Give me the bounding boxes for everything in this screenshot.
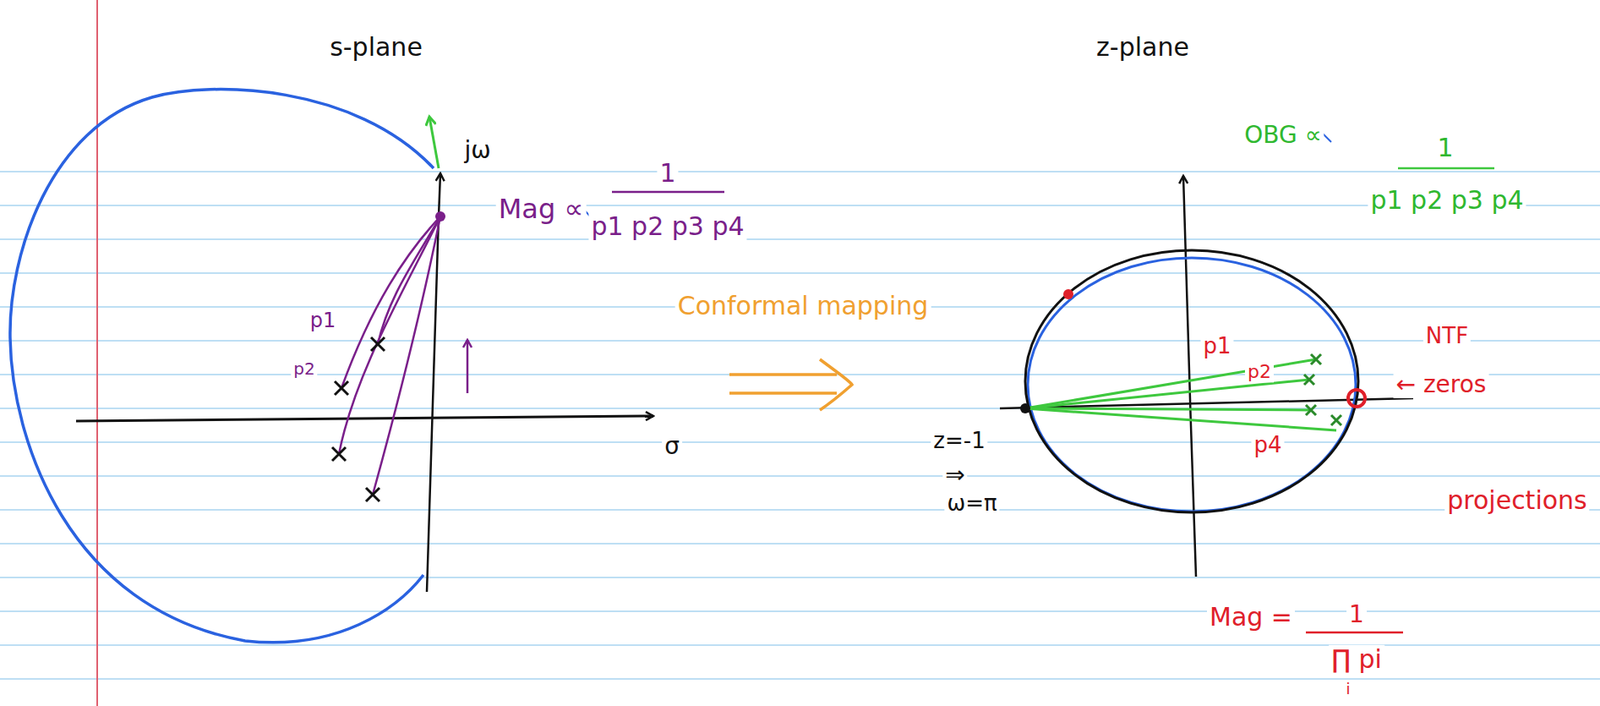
axis-label: σ: [661, 432, 683, 460]
denominator: ∏ pi: [1328, 644, 1385, 675]
pole-label: p2: [290, 359, 317, 379]
ntf-label: ← zeros: [1393, 371, 1490, 399]
subscript: i: [1343, 680, 1353, 699]
pole-label: p4: [1250, 432, 1284, 459]
unit-circle: [1025, 250, 1359, 513]
pole-label: p2: [1245, 360, 1274, 383]
magnitude-label: Mag ∝: [496, 193, 587, 225]
axis-label: jω: [461, 136, 493, 164]
z-poles: [1304, 354, 1342, 426]
projection-lines: [1025, 359, 1337, 431]
pole-label: p1: [1200, 333, 1234, 360]
ntf-label: NTF: [1423, 323, 1471, 350]
eval-point: [435, 211, 446, 222]
imag-axis: [1183, 175, 1196, 577]
gain-label: OBG ∝: [1241, 121, 1324, 149]
pole-vectors: [338, 216, 441, 495]
mapping-label: Conformal mapping: [675, 291, 932, 322]
sigma-axis: [76, 415, 654, 421]
note: projections: [1444, 486, 1590, 516]
plane-title: s-plane: [327, 32, 426, 63]
margin-line: [96, 0, 99, 706]
sweep-arrow: [466, 339, 470, 394]
fraction-bar: [1305, 631, 1404, 634]
implies-symbol: ⇒: [942, 461, 967, 489]
point-label: ω=π: [944, 491, 1000, 517]
numerator: 1: [1434, 133, 1456, 164]
numerator: 1: [656, 158, 678, 189]
contour: [10, 89, 434, 643]
plane-title: z-plane: [1093, 32, 1192, 63]
pole-label: p1: [307, 309, 339, 334]
numerator: 1: [1346, 600, 1367, 628]
ntf-zero: [1348, 389, 1366, 407]
denominator: p1 p2 p3 p4: [1367, 185, 1526, 216]
green-arrow: [429, 116, 439, 169]
denominator: p1 p2 p3 p4: [588, 212, 747, 242]
red-dot: [1063, 289, 1074, 300]
poles: [332, 337, 385, 502]
z-minus-one: [1020, 403, 1031, 414]
implies-arrow: [729, 359, 852, 410]
magnitude-label: Mag =: [1206, 602, 1295, 633]
fraction-bar: [1397, 167, 1495, 170]
point-label: z=-1: [930, 428, 988, 454]
ruled-lines: [0, 171, 1600, 679]
fraction-bar: [611, 191, 725, 194]
unit-circle-blue: [1027, 257, 1356, 512]
